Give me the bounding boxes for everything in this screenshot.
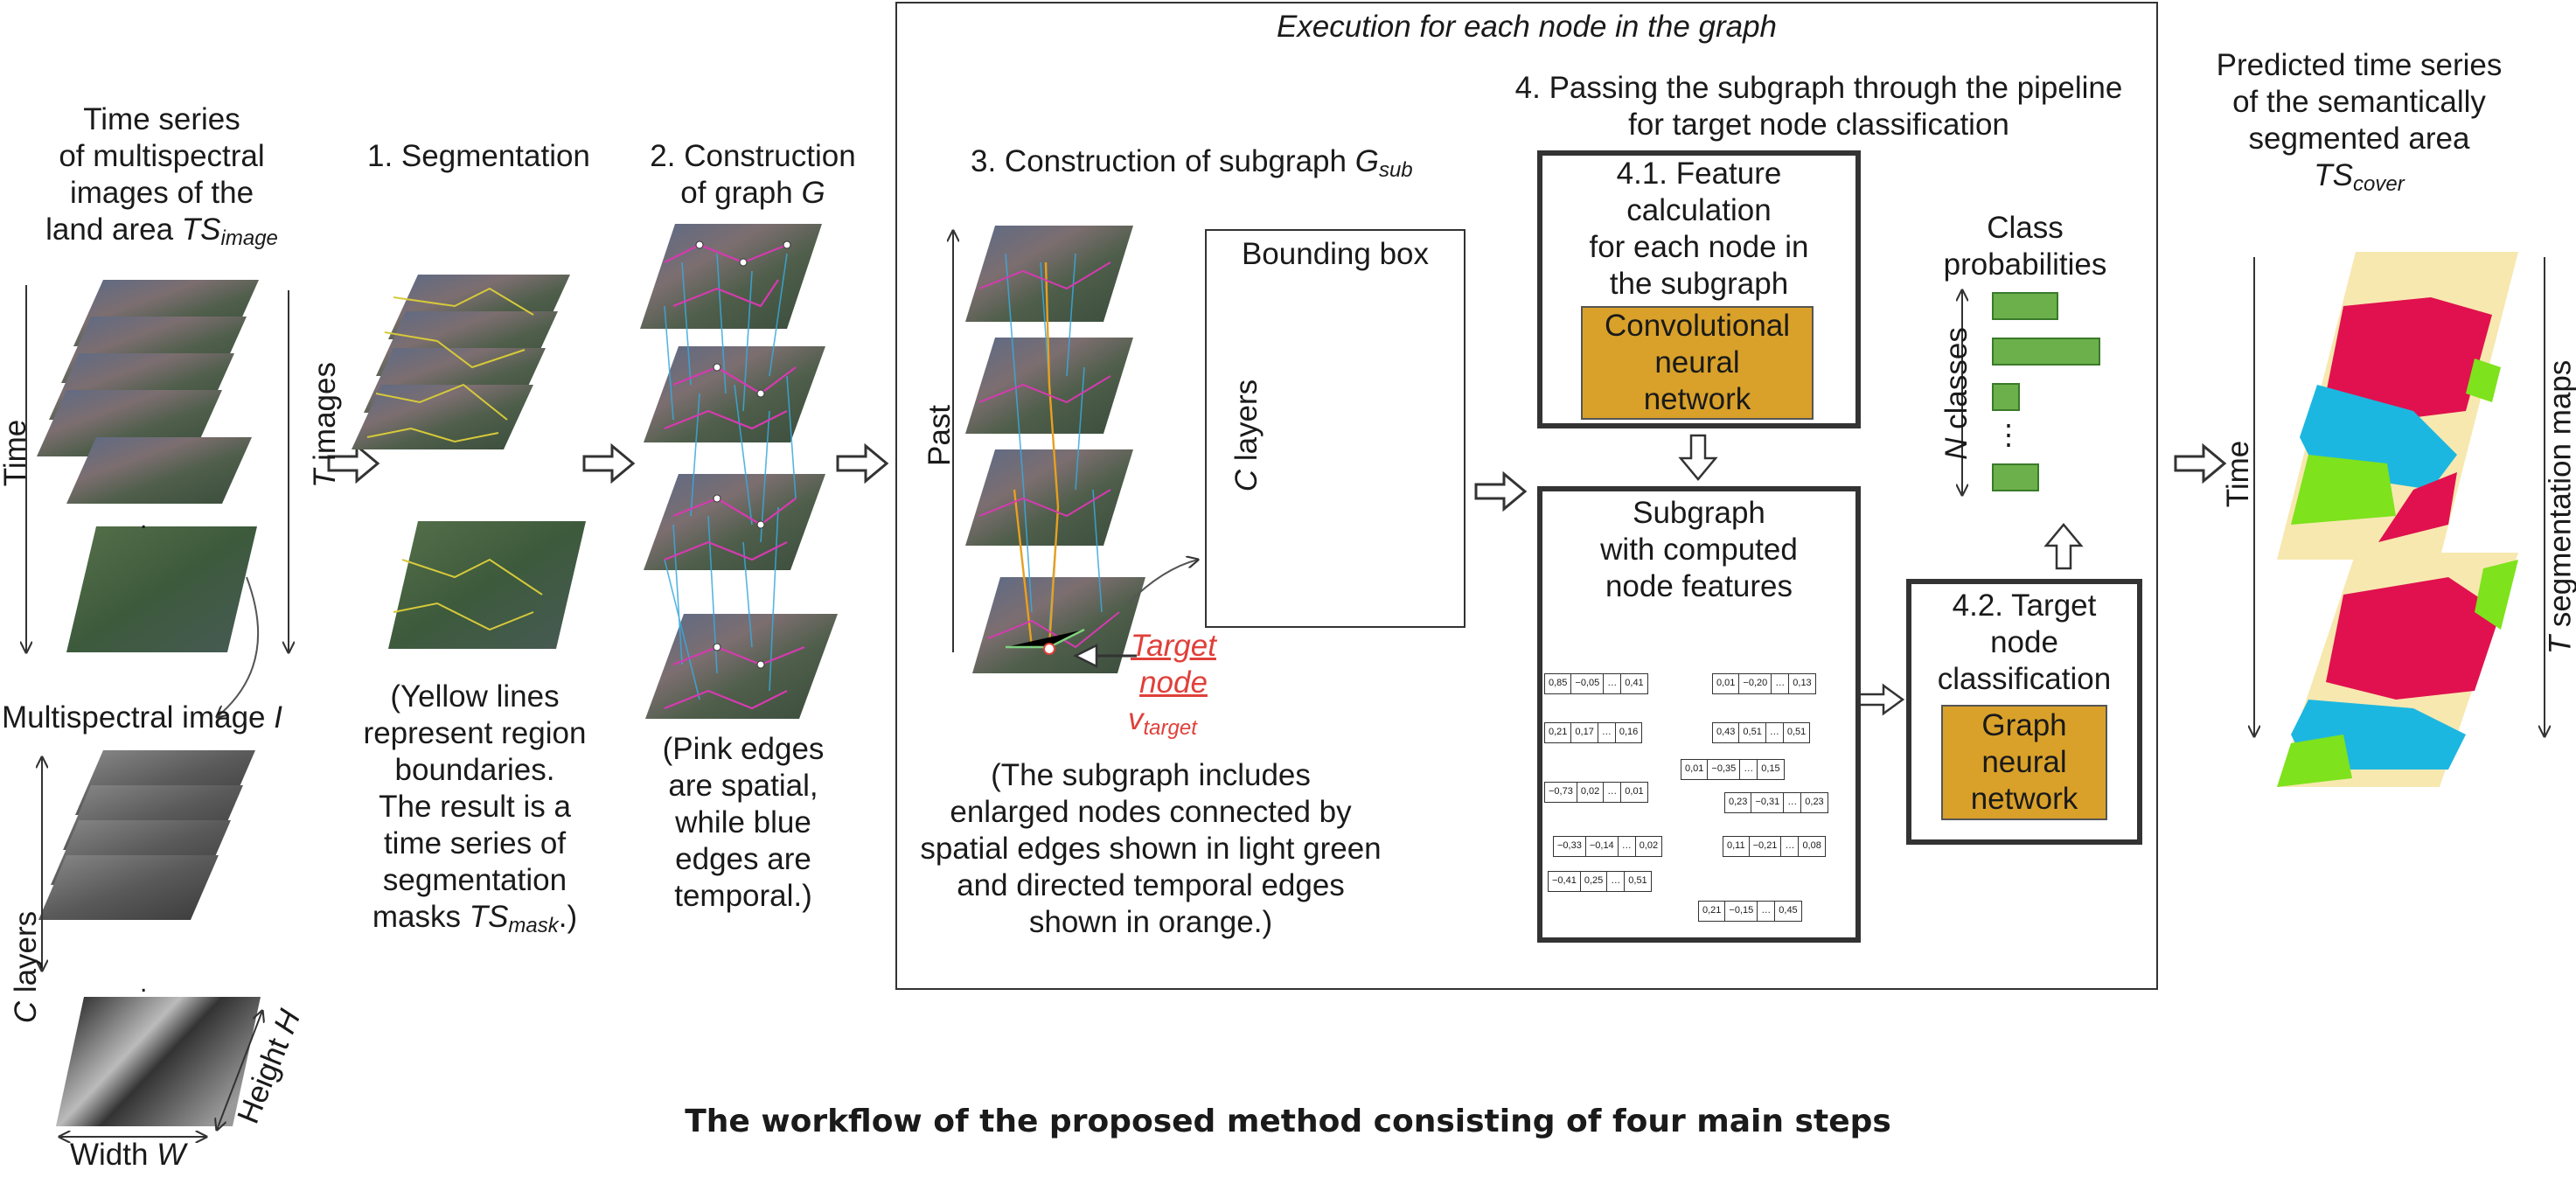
- bbox-c-layers-label: C layers: [1229, 379, 1264, 492]
- target-node-label: Target node: [1131, 629, 1216, 700]
- input-image-stack: [37, 280, 259, 652]
- step1-title: 1. Segmentation: [367, 139, 590, 173]
- prob-bar: [1992, 338, 2100, 366]
- multispectral-label: Multispectral image I: [2, 700, 282, 735]
- execution-title: Execution for each node in the graph: [1276, 10, 1778, 44]
- target-node-var: vtarget: [1128, 702, 1197, 740]
- subgraph-stack: [965, 226, 1145, 673]
- curved-arrow: [217, 576, 260, 717]
- feature-vector: 0,21−0,15…0,45: [1698, 901, 1802, 922]
- feature-vector: 0,01−0,20…0,13: [1712, 673, 1816, 694]
- ellipsis-dot: .: [140, 505, 148, 534]
- segmentation-stack: [352, 275, 586, 649]
- flow-arrow-to-gnn: [1855, 683, 1905, 716]
- flow-arrow-4: [1474, 470, 1528, 512]
- step4-title: 4. Passing the subgraph through the pipe…: [1514, 71, 2123, 142]
- output-map-top: [2277, 252, 2518, 560]
- step2-note: (Pink edges are spatial, while blue edge…: [662, 732, 825, 913]
- output-title: Predicted time series of the semanticall…: [2216, 48, 2503, 196]
- ellipsis-dot-2: .: [140, 969, 148, 998]
- time-label: Time: [0, 419, 33, 487]
- prob-bar: [1992, 383, 2020, 411]
- flow-arrow-up: [2043, 523, 2084, 570]
- input-title: Time series of multispectral images of t…: [45, 102, 278, 250]
- subgraph-features-title: Subgraph with computed node features: [1600, 496, 1798, 603]
- gnn-orange-box: Graph neural network: [1941, 705, 2107, 820]
- c-layers-label: C layers: [9, 910, 44, 1024]
- step2-title: 2. Construction of graph G: [650, 139, 856, 210]
- feature-vector: 0,01−0,35…0,15: [1681, 759, 1785, 780]
- step3-title: 3. Construction of subgraph Gsub: [971, 144, 1413, 182]
- execution-box: [895, 2, 2158, 990]
- bounding-box-panel: [1205, 229, 1466, 628]
- class-ellipsis: ⋮: [1995, 419, 2023, 450]
- width-label: Width W: [70, 1138, 186, 1172]
- subgraph-features-box: [1537, 486, 1861, 943]
- figure-caption: The workflow of the proposed method cons…: [685, 1104, 1891, 1139]
- gnn-title: 4.2. Target node classification: [1937, 588, 2112, 696]
- flow-arrow-2: [582, 442, 636, 484]
- feature-vector: 0,85−0,05…0,41: [1544, 673, 1648, 694]
- t-images-label: T images: [307, 362, 342, 488]
- flow-arrow-3: [836, 442, 889, 484]
- past-label: Past: [922, 404, 957, 467]
- prob-bar: [1992, 463, 2039, 491]
- multispectral-layer-stack: [38, 750, 261, 1126]
- bbox-curved-arrow: [1127, 560, 1198, 604]
- cnn-box: Convolutional neural network: [1581, 306, 1814, 420]
- feature-calc-title: 4.1. Feature calculation for each node i…: [1589, 157, 1809, 301]
- height-arrow: [217, 1011, 262, 1130]
- step3-note: (The subgraph includes enlarged nodes co…: [920, 758, 1382, 939]
- step1-note: (Yellow lines represent region boundarie…: [363, 679, 587, 937]
- output-time-label: Time: [2221, 440, 2256, 508]
- output-seg-label: T segmentation maps: [2543, 359, 2576, 655]
- graph-stack: [640, 224, 838, 719]
- flow-arrow-5: [2174, 442, 2227, 484]
- flow-arrow-down: [1678, 434, 1718, 481]
- prob-bar: [1992, 292, 2058, 320]
- output-map-bottom: [2277, 553, 2518, 787]
- n-classes-label: N classes: [1939, 327, 1974, 460]
- flow-arrow-1: [327, 442, 380, 484]
- feature-vector: 0,11−0,21…0,08: [1723, 836, 1826, 857]
- feature-vector: −0,33−0,14…0,02: [1553, 836, 1663, 857]
- feature-vector: 0,23−0,31…0,23: [1724, 792, 1828, 813]
- class-prob-title: Class probabilities: [1943, 211, 2107, 282]
- bbox-title: Bounding box: [1241, 237, 1430, 271]
